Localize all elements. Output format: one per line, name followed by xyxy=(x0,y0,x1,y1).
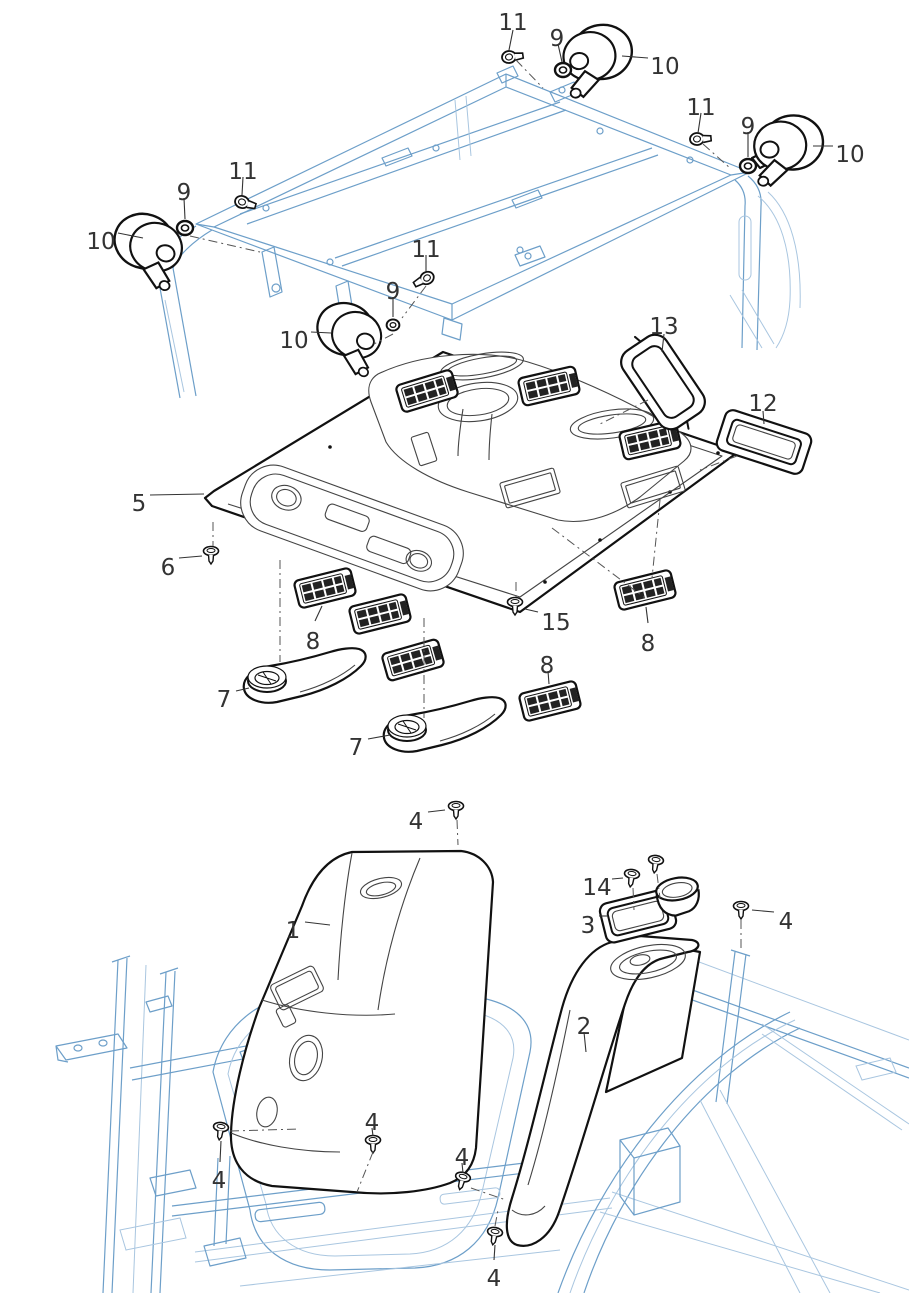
callout-leader-4-30 xyxy=(461,1162,464,1174)
roof-headliner-panel xyxy=(203,350,740,614)
callout-leader-10-2 xyxy=(621,55,649,59)
callout-label-14-23: 14 xyxy=(582,875,611,901)
console-right-2 xyxy=(505,934,702,1247)
callout-label-8-16: 8 xyxy=(306,629,321,655)
air-vent-8 xyxy=(292,566,358,610)
callout-label-1-26: 1 xyxy=(286,918,301,944)
air-vent-8 xyxy=(517,679,583,723)
callout-label-10-2: 10 xyxy=(650,54,679,80)
screw-4-bottom xyxy=(484,1225,504,1247)
callout-leader-9-1 xyxy=(557,43,563,63)
callout-label-12-13: 12 xyxy=(748,391,777,417)
callout-label-9-10: 9 xyxy=(386,279,401,305)
callout-leader-9-6 xyxy=(183,197,186,220)
screw-4-left xyxy=(210,1120,230,1142)
grommet-9-front xyxy=(385,318,401,332)
screw-14-b xyxy=(645,853,665,875)
vent-duct-rear xyxy=(382,696,507,753)
air-vent-8 xyxy=(612,568,678,612)
air-vent-8 xyxy=(347,592,413,636)
callout-label-10-5: 10 xyxy=(835,142,864,168)
screw-4-right xyxy=(732,900,750,920)
mount-bolt-11-right xyxy=(688,130,713,147)
screw-14-a xyxy=(621,867,641,889)
work-lamp-left xyxy=(101,204,191,294)
callout-leader-5-14 xyxy=(149,493,205,496)
work-lamp-right xyxy=(750,111,828,188)
callout-leader-4-31 xyxy=(493,1244,496,1261)
callout-label-4-28: 4 xyxy=(365,1110,380,1136)
callout-leader-10-8 xyxy=(117,232,144,239)
callout-label-11-9: 11 xyxy=(411,237,440,263)
callout-leader-8-20 xyxy=(547,670,550,685)
callout-label-9-6: 9 xyxy=(177,180,192,206)
mount-bolt-11-front xyxy=(410,268,437,292)
grommet-9-top xyxy=(553,61,573,79)
callout-leader-4-25 xyxy=(751,909,775,913)
callout-label-5-14: 5 xyxy=(132,491,147,517)
grommet-9-right xyxy=(738,157,758,175)
callout-label-10-11: 10 xyxy=(279,328,308,354)
callout-label-15-17: 15 xyxy=(541,610,570,636)
callout-label-4-31: 4 xyxy=(487,1266,502,1292)
dome-gasket-13 xyxy=(620,333,706,431)
callout-label-3-24: 3 xyxy=(581,913,596,939)
callout-label-7-19: 7 xyxy=(217,687,232,713)
screw-6 xyxy=(202,545,220,565)
cup-holder xyxy=(655,876,700,917)
callout-leader-1-26 xyxy=(304,921,331,926)
callout-label-2-27: 2 xyxy=(577,1014,592,1040)
callout-label-6-15: 6 xyxy=(161,555,176,581)
callout-label-9-4: 9 xyxy=(741,114,756,140)
lamp-bezel-12 xyxy=(715,409,813,475)
callout-leader-7-21 xyxy=(367,734,391,740)
callout-label-4-25: 4 xyxy=(779,909,794,935)
callout-label-11-7: 11 xyxy=(228,159,257,185)
callout-leader-11-3 xyxy=(697,112,702,134)
callout-leader-4-29 xyxy=(219,1140,222,1163)
callout-leader-11-7 xyxy=(241,176,244,196)
callout-label-11-0: 11 xyxy=(498,10,527,36)
grommet-9-left xyxy=(175,219,195,237)
alignment-lines xyxy=(189,59,742,1227)
callout-label-11-3: 11 xyxy=(686,95,715,121)
callout-leader-15-17 xyxy=(524,608,539,613)
storage-tray-3 xyxy=(598,876,700,944)
callout-leader-4-22 xyxy=(427,809,446,813)
callout-label-8-18: 8 xyxy=(641,631,656,657)
callout-leader-2-27 xyxy=(583,1031,587,1053)
callout-leader-8-18 xyxy=(645,606,649,624)
callout-label-4-22: 4 xyxy=(409,809,424,835)
screw-4-top xyxy=(447,800,465,820)
callout-label-4-29: 4 xyxy=(212,1168,227,1194)
callout-label-13-12: 13 xyxy=(649,314,678,340)
work-lamp-top xyxy=(557,18,640,101)
work-lamp-front xyxy=(304,294,391,380)
callout-label-7-21: 7 xyxy=(349,735,364,761)
callout-leader-8-16 xyxy=(314,605,323,622)
callout-label-4-30: 4 xyxy=(455,1145,470,1171)
callout-leader-10-11 xyxy=(310,331,332,334)
mount-bolt-11-top xyxy=(500,48,525,65)
callout-label-8-20: 8 xyxy=(540,653,555,679)
callout-label-10-8: 10 xyxy=(86,229,115,255)
callout-leader-14-23 xyxy=(611,877,624,880)
callout-leader-7-19 xyxy=(235,687,250,692)
console-left-1 xyxy=(229,849,495,1195)
callout-leader-11-0 xyxy=(508,29,514,51)
callout-leader-6-15 xyxy=(178,555,203,559)
callout-leader-13-12 xyxy=(661,333,665,353)
air-vent-8 xyxy=(380,637,446,683)
mount-bolt-11-left xyxy=(232,193,258,213)
callout-label-9-1: 9 xyxy=(550,26,565,52)
vent-duct-front xyxy=(242,647,367,704)
callout-leader-12-13 xyxy=(762,410,765,425)
callout-leader-4-28 xyxy=(371,1127,374,1137)
